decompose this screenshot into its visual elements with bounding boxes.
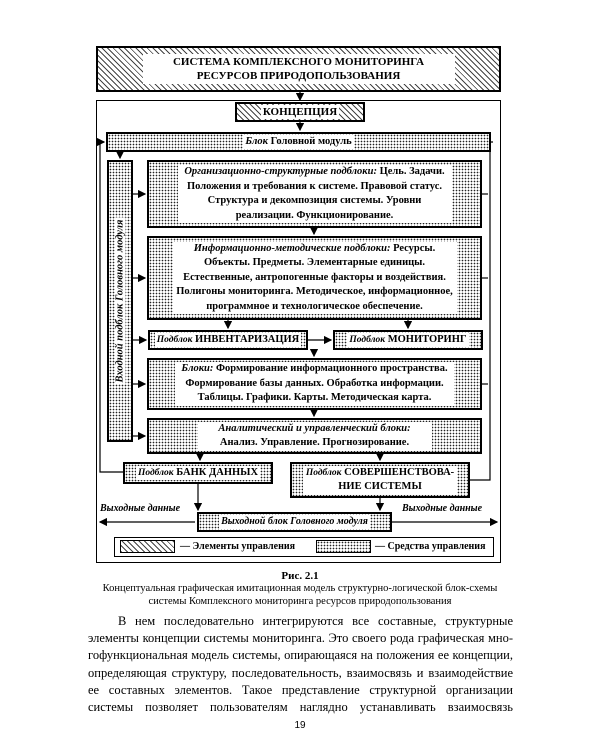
output-block-label: Выходной блок Головного модуля — [219, 514, 370, 530]
body-line: В нем последовательно интегрируются все … — [118, 614, 513, 628]
org-structural-subblocks: Организационно-структурные подблоки: Цел… — [147, 160, 482, 228]
legend-control-means: — Средства управления — [375, 541, 486, 552]
output-data-right: Выходные данные — [402, 503, 483, 514]
head-block: Блок Головной модуль — [106, 132, 491, 152]
analytic-text: Анализ. Управление. Прогнозирование. — [219, 437, 410, 448]
head-block-name: Головной модуль — [270, 135, 352, 147]
blocks-label: Блоки: — [181, 363, 214, 375]
improve-name: СОВЕРШЕНСТВОВА-НИЕ СИСТЕМЫ — [338, 466, 455, 493]
analytic-label: Аналитический и управленческий блоки: — [218, 422, 411, 434]
monitoring-subblock: Подблок МОНИТОРИНГ — [333, 330, 483, 350]
input-subblock-label: Входной подблок Головного модуля — [114, 217, 126, 385]
monitoring-name: МОНИТОРИНГ — [387, 333, 467, 345]
system-title: СИСТЕМА КОМПЛЕКСНОГО МОНИТОРИНГА РЕСУРСО… — [142, 54, 455, 84]
inventory-label: Подблок — [156, 334, 193, 345]
body-line: гофункциональная модель системы, опирающ… — [88, 648, 513, 663]
inventory-subblock: Подблок ИНВЕНТАРИЗАЦИЯ — [148, 330, 308, 350]
output-data-left: Выходные данные — [100, 503, 181, 514]
page-number: 19 — [294, 720, 306, 731]
legend-control-elements-swatch — [120, 540, 175, 553]
body-line: элементы концепции системы мониторинга. … — [88, 631, 513, 646]
databank-name: БАНК ДАННЫХ — [176, 466, 259, 478]
concept-box: КОНЦЕПЦИЯ — [235, 102, 365, 122]
org-text: Цель. Задачи. Положения и требования к с… — [186, 166, 445, 221]
databank-subblock: Подблок БАНК ДАННЫХ — [123, 462, 273, 484]
improvement-subblock: Подблок СОВЕРШЕНСТВОВА-НИЕ СИСТЕМЫ — [290, 462, 470, 498]
databank-label: Подблок — [137, 467, 174, 478]
figure-caption-line1: Концептуальная графическая имитационная … — [102, 583, 498, 594]
body-line: системы позволяет пользователям наглядно… — [88, 700, 513, 715]
head-block-label: Блок — [245, 135, 268, 147]
legend-control-means-swatch — [316, 540, 371, 553]
legend-box — [114, 537, 494, 557]
system-title-box: СИСТЕМА КОМПЛЕКСНОГО МОНИТОРИНГА РЕСУРСО… — [96, 46, 501, 92]
concept-label: КОНЦЕПЦИЯ — [260, 104, 340, 120]
inventory-name: ИНВЕНТАРИЗАЦИЯ — [195, 333, 300, 345]
body-line: определяющая структуру, последовательнос… — [88, 665, 513, 680]
improve-label: Подблок — [305, 467, 342, 478]
body-line: ее составных элементов. Такое представле… — [88, 682, 513, 697]
figure-caption-line2: системы Комплексного мониторинга ресурсо… — [148, 596, 452, 607]
info-text: Ресурсы. Объекты. Предметы. Элементарные… — [176, 242, 453, 312]
info-label: Информационно-методические подблоки: — [193, 242, 391, 254]
monitoring-label: Подблок — [349, 334, 386, 345]
org-label: Организационно-структурные подблоки: — [184, 166, 377, 177]
figure-number: Рис. 2.1 — [281, 570, 319, 582]
processing-blocks: Блоки: Формирование информационного прос… — [147, 358, 482, 410]
legend-control-elements: — Элементы управления — [180, 541, 296, 552]
output-block: Выходной блок Головного модуля — [197, 512, 392, 532]
blocks-text: Формирование информационного пространств… — [185, 363, 448, 404]
input-subblock: Входной подблок Головного модуля — [107, 160, 133, 442]
body-paragraph: В нем последовательно интегрируются все … — [88, 613, 513, 716]
analytic-blocks: Аналитический и управленческий блоки: Ан… — [147, 418, 482, 454]
info-methodical-subblocks: Информационно-методические подблоки: Рес… — [147, 236, 482, 320]
